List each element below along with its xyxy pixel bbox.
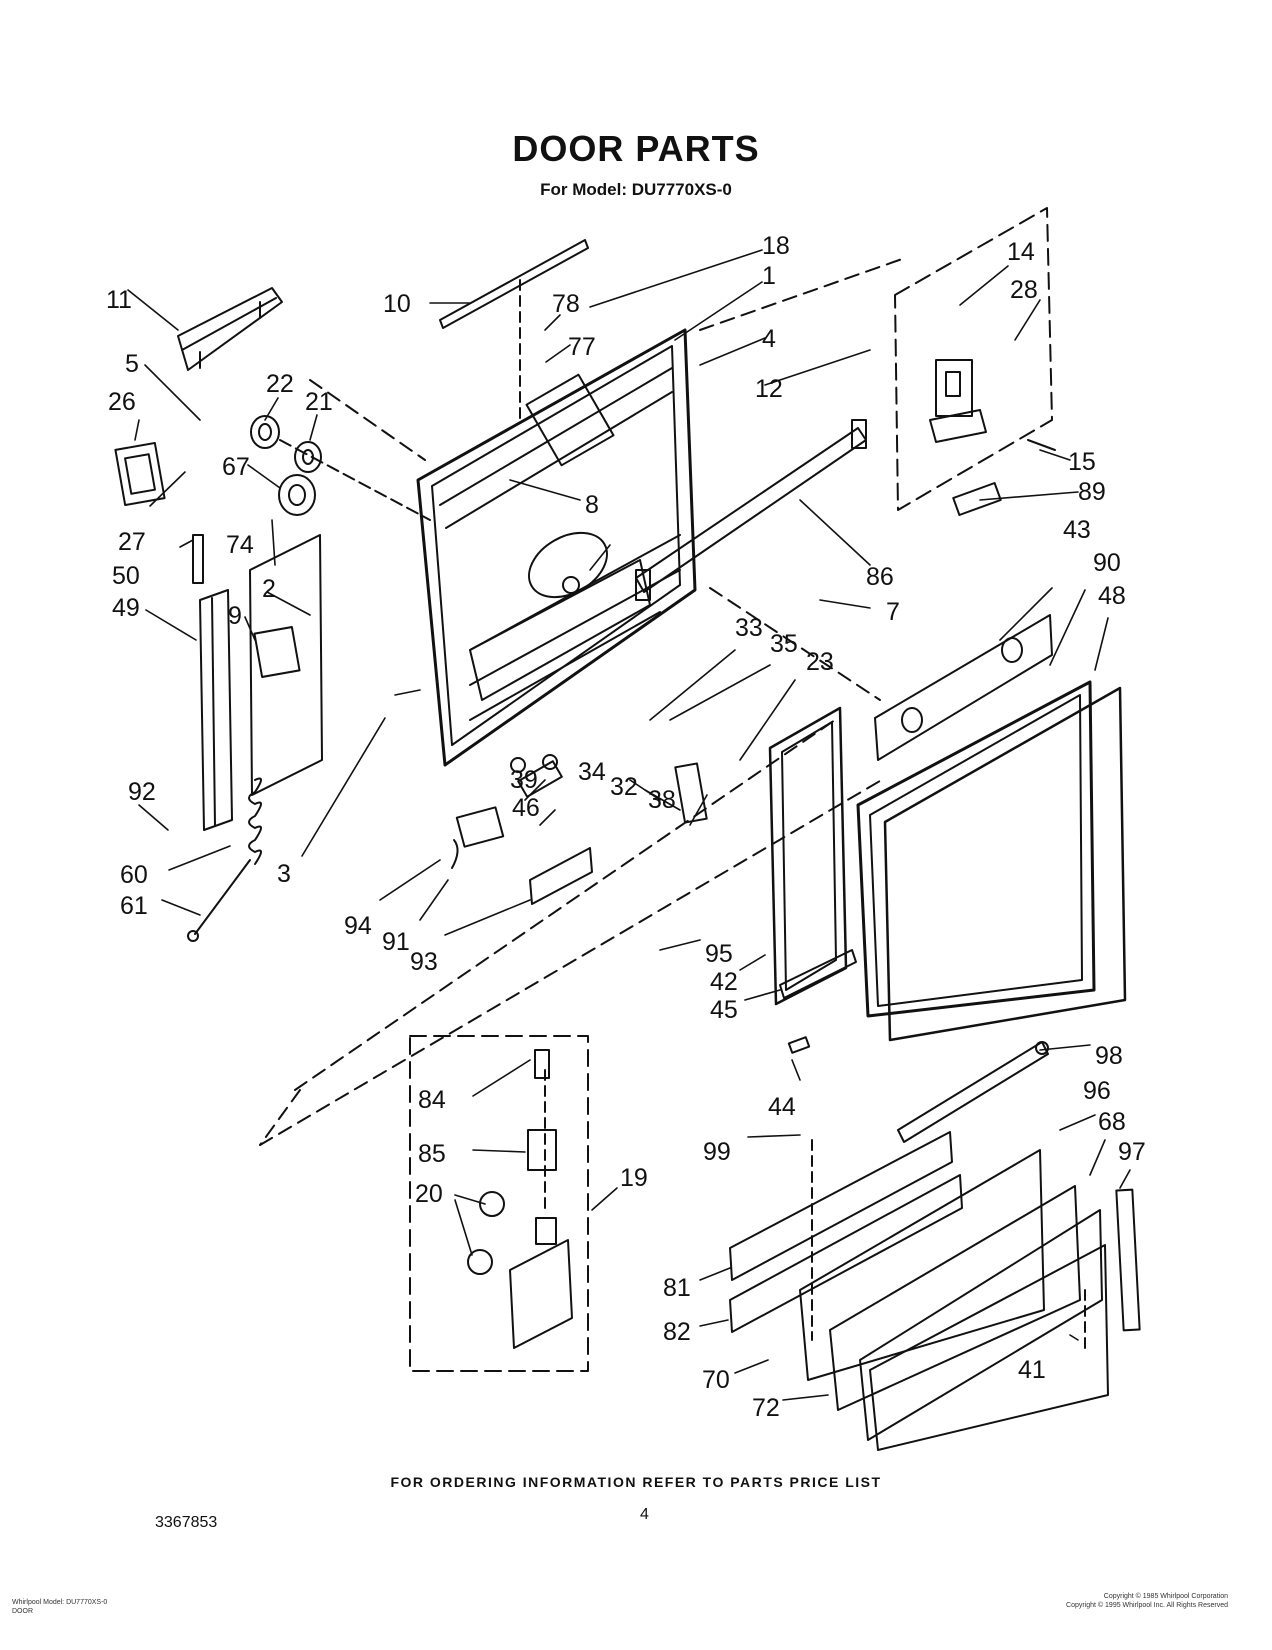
- copyright-line-2: Copyright © 1995 Whirlpool Inc. All Righ…: [1066, 1602, 1228, 1609]
- callout-74: 74: [226, 531, 254, 559]
- callout-84: 84: [418, 1086, 446, 1114]
- page-number: 4: [640, 1506, 649, 1523]
- callout-42: 42: [710, 968, 738, 996]
- callout-20: 20: [415, 1180, 443, 1208]
- callout-18: 18: [762, 232, 790, 260]
- callout-15: 15: [1068, 448, 1096, 476]
- callout-33: 33: [735, 614, 763, 642]
- callout-95: 95: [705, 940, 733, 968]
- callout-41: 41: [1018, 1356, 1046, 1384]
- copyright-footer-small: Copyright © 1985 Whirlpool Corporation C…: [1066, 1592, 1228, 1610]
- callout-77: 77: [568, 333, 596, 361]
- top-strip: [439, 239, 589, 329]
- panel-trim: [874, 614, 1053, 761]
- model-footer-line-2: DOOR: [12, 1608, 33, 1615]
- callout-35: 35: [770, 630, 798, 658]
- page-title: DOOR PARTS: [512, 128, 760, 169]
- callout-14: 14: [1007, 238, 1035, 266]
- outer-door-panel: [883, 686, 1127, 1042]
- callout-99: 99: [703, 1138, 731, 1166]
- callout-19: 19: [620, 1164, 648, 1192]
- callout-43: 43: [1063, 516, 1091, 544]
- callout-90: 90: [1093, 549, 1121, 577]
- callout-67: 67: [222, 453, 250, 481]
- callout-8: 8: [585, 491, 599, 519]
- callout-94: 94: [344, 912, 372, 940]
- hinge-assembly-boundary: [894, 207, 1053, 511]
- callout-85: 85: [418, 1140, 446, 1168]
- callout-5: 5: [125, 350, 139, 378]
- callout-97: 97: [1118, 1138, 1146, 1166]
- callout-93: 93: [410, 948, 438, 976]
- callout-21: 21: [305, 388, 333, 416]
- callout-60: 60: [120, 861, 148, 889]
- callout-28: 28: [1010, 276, 1038, 304]
- callout-38: 38: [648, 786, 676, 814]
- document-number: 3367853: [155, 1514, 218, 1531]
- callout-68: 68: [1098, 1108, 1126, 1136]
- side-channel: [199, 589, 233, 831]
- callout-39: 39: [510, 766, 538, 794]
- callout-3: 3: [277, 860, 291, 888]
- door-handle: [177, 287, 283, 371]
- copyright-line-1: Copyright © 1985 Whirlpool Corporation: [1103, 1593, 1228, 1600]
- callout-34: 34: [578, 758, 606, 786]
- callout-12: 12: [755, 375, 783, 403]
- outer-door-frame: [856, 680, 1096, 1018]
- callout-78: 78: [552, 290, 580, 318]
- ordering-info-note: FOR ORDERING INFORMATION REFER TO PARTS …: [390, 1474, 882, 1490]
- callout-22: 22: [266, 370, 294, 398]
- latch-assembly-boundary: [409, 1035, 589, 1372]
- callout-26: 26: [108, 388, 136, 416]
- callout-92: 92: [128, 778, 156, 806]
- callout-86: 86: [866, 563, 894, 591]
- model-subtitle: For Model: DU7770XS-0: [540, 180, 732, 199]
- callout-82: 82: [663, 1318, 691, 1346]
- callout-1: 1: [762, 262, 776, 290]
- callout-50: 50: [112, 562, 140, 590]
- callout-10: 10: [383, 290, 411, 318]
- callout-9: 9: [228, 602, 242, 630]
- callout-7: 7: [886, 598, 900, 626]
- callout-89: 89: [1078, 478, 1106, 506]
- callout-96: 96: [1083, 1077, 1111, 1105]
- callout-11: 11: [106, 286, 132, 314]
- callout-23: 23: [806, 648, 834, 676]
- callout-2: 2: [262, 575, 276, 603]
- callout-48: 48: [1098, 582, 1126, 610]
- callout-27: 27: [118, 528, 146, 556]
- callout-46: 46: [512, 794, 540, 822]
- model-footer-line-1: Whirlpool Model: DU7770XS-0: [12, 1599, 108, 1606]
- callout-44: 44: [768, 1093, 796, 1121]
- callout-4: 4: [762, 325, 776, 353]
- callout-45: 45: [710, 996, 738, 1024]
- callout-91: 91: [382, 928, 410, 956]
- callout-81: 81: [663, 1274, 691, 1302]
- callout-32: 32: [610, 773, 638, 801]
- inner-door-panel: [416, 328, 697, 767]
- diagram-artwork: [114, 207, 1141, 1451]
- model-footer-small: Whirlpool Model: DU7770XS-0 DOOR: [12, 1598, 107, 1616]
- callout-61: 61: [120, 892, 148, 920]
- callout-70: 70: [702, 1366, 730, 1394]
- callout-labels: 1 2 3 4 5 7 8 9 10 11 12 14 15 18 19 20 …: [106, 232, 1146, 1422]
- callout-49: 49: [112, 594, 140, 622]
- callout-72: 72: [752, 1394, 780, 1422]
- callout-98: 98: [1095, 1042, 1123, 1070]
